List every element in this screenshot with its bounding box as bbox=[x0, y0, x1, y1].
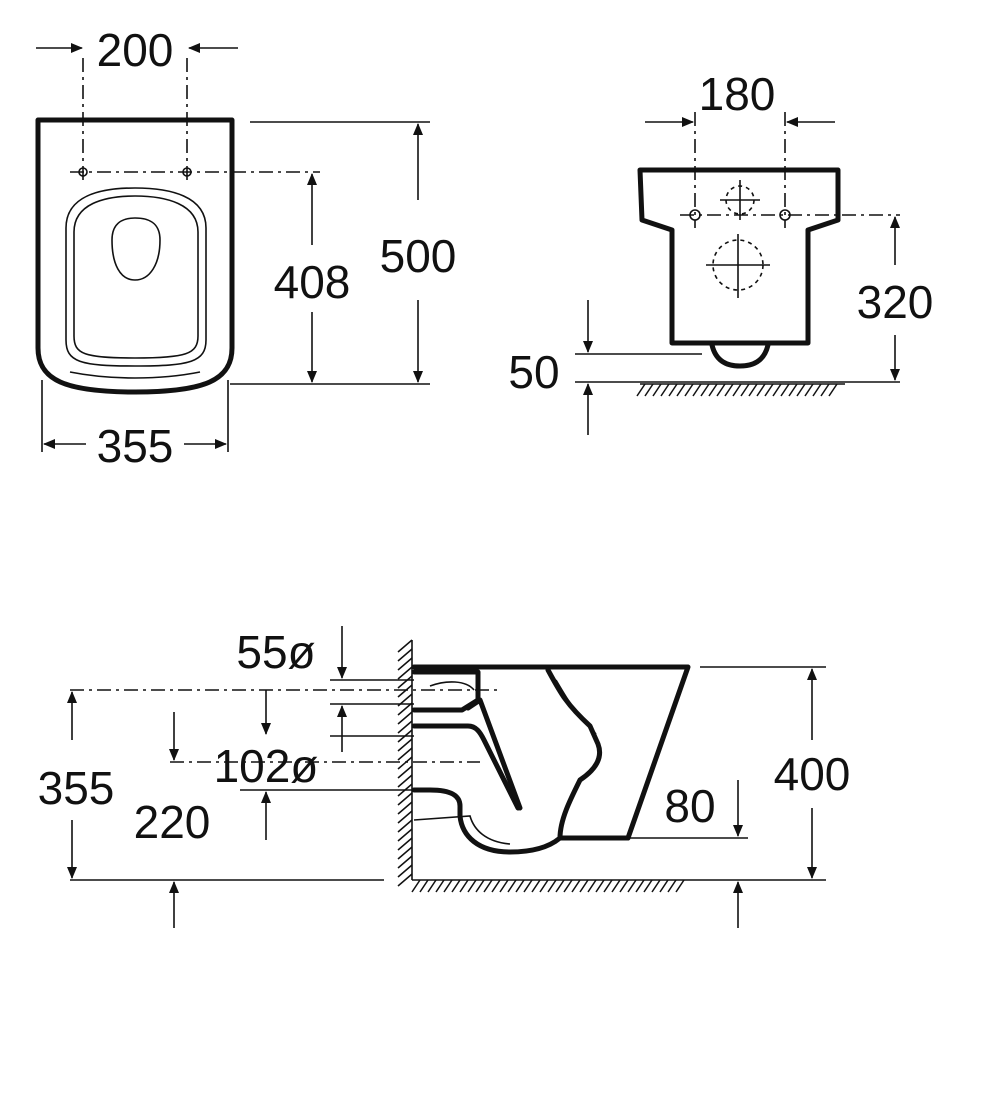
side-view-wall-hatch bbox=[397, 639, 413, 887]
side-view-inlet-diameter: 55ø bbox=[236, 626, 315, 678]
side-view-inner-bowl bbox=[545, 667, 602, 841]
front-view-fixing-height: 320 bbox=[857, 276, 934, 328]
top-view: 200 500 408 355 bbox=[35, 24, 457, 472]
side-view-outlet-diameter: 102ø bbox=[214, 740, 319, 792]
side-view-flush-inlet bbox=[411, 669, 481, 713]
front-view-floor-hatch bbox=[636, 383, 838, 397]
top-view-seat-outline bbox=[65, 187, 207, 367]
side-view-bowl-outline bbox=[411, 664, 691, 855]
side-view-inlet-height: 220 bbox=[134, 796, 211, 848]
top-view-bowl-outline bbox=[35, 117, 235, 395]
side-view-trap bbox=[411, 723, 521, 811]
top-view-seat-inner bbox=[73, 195, 199, 359]
front-view-floor-gap: 50 bbox=[508, 346, 559, 398]
side-view-floor-hatch bbox=[411, 879, 685, 893]
top-view-width: 355 bbox=[97, 420, 174, 472]
top-view-total-length: 500 bbox=[380, 230, 457, 282]
top-view-bowl-opening bbox=[111, 217, 161, 281]
front-view: 180 320 50 bbox=[508, 68, 933, 435]
front-view-bolt-spacing: 180 bbox=[699, 68, 776, 120]
top-view-fixing-height: 408 bbox=[274, 256, 351, 308]
top-view-front-rim bbox=[69, 371, 201, 379]
front-view-outlet bbox=[709, 342, 771, 369]
side-view-rim-height: 400 bbox=[774, 748, 851, 800]
front-view-outline bbox=[637, 167, 841, 346]
side-view-outlet-height: 355 bbox=[38, 762, 115, 814]
side-view-rim-depth: 80 bbox=[664, 780, 715, 832]
top-view-bolt-spacing: 200 bbox=[97, 24, 174, 76]
side-view: 55ø 102ø 355 220 400 80 bbox=[38, 626, 851, 928]
